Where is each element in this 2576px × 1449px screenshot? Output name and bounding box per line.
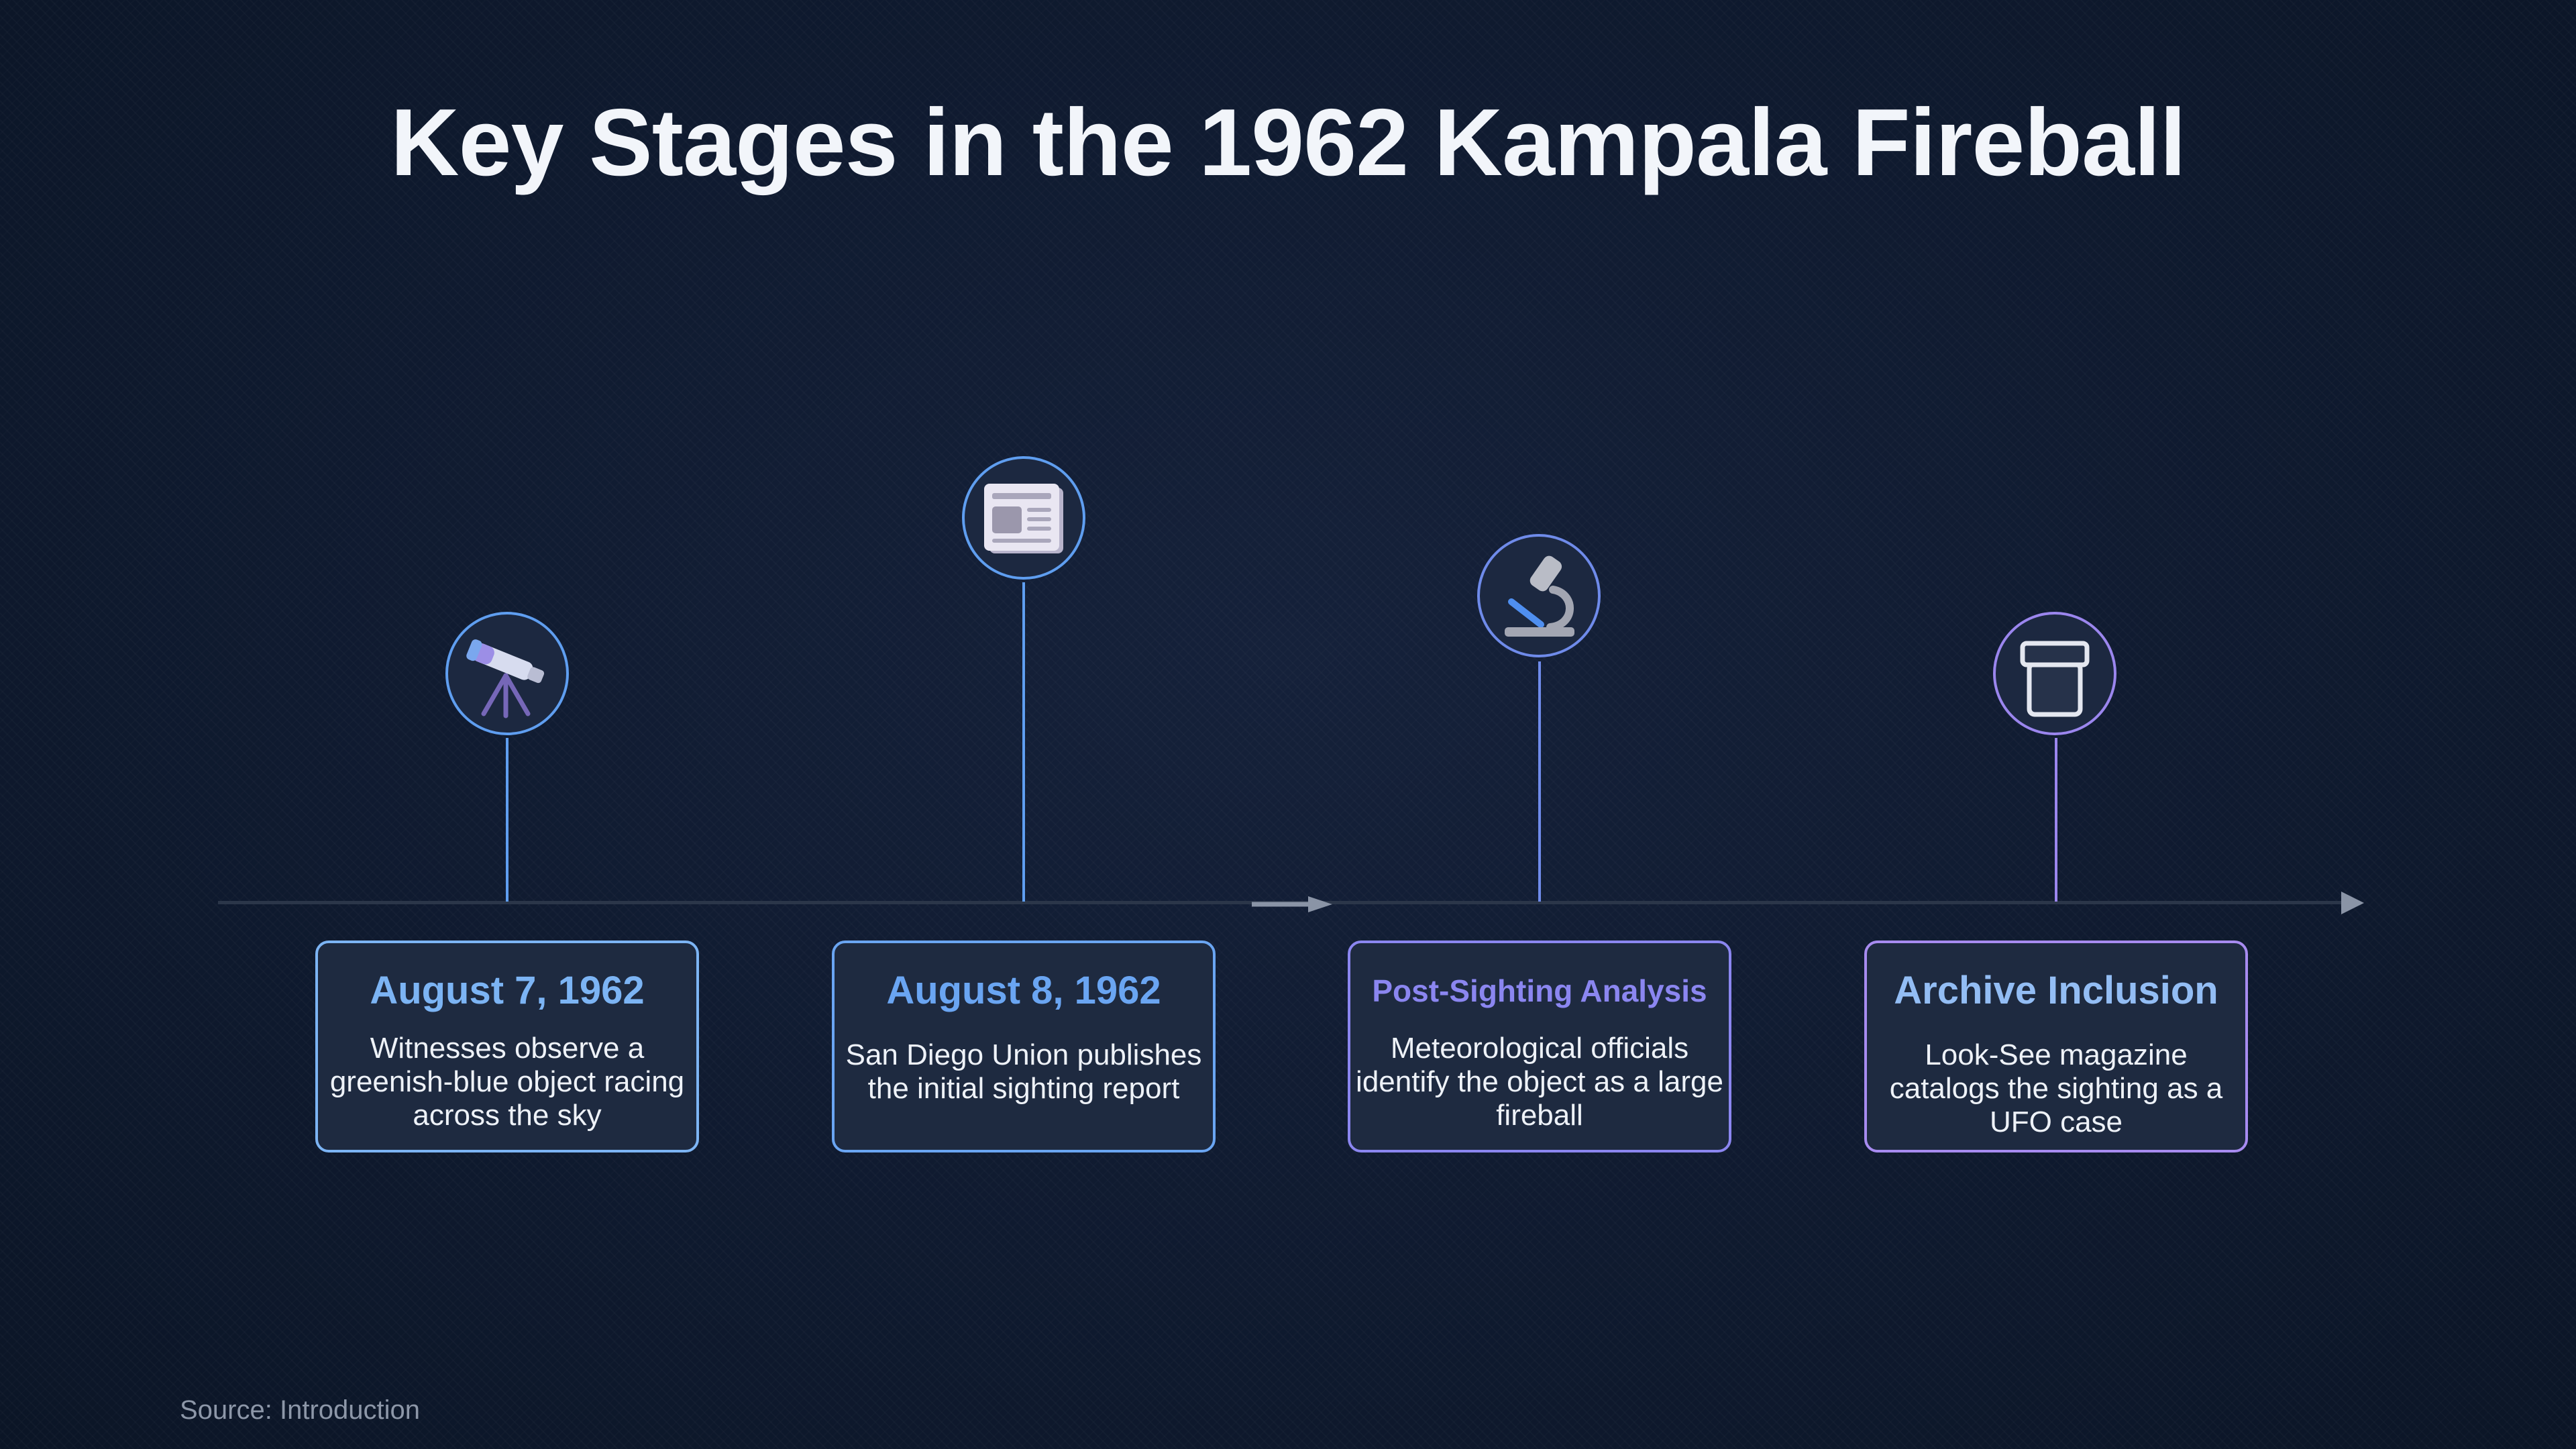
event-description: San Diego Union publishes the initial si…	[845, 1038, 1202, 1105]
stem-4	[2055, 738, 2057, 902]
event-card-4: Archive Inclusion Look-See magazine cata…	[1864, 941, 2248, 1152]
event-description: Meteorological officials identify the ob…	[1356, 1032, 1723, 1132]
timeline-node-2	[962, 456, 1085, 580]
event-date: Archive Inclusion	[1894, 969, 2218, 1012]
event-card-2: August 8, 1962 San Diego Union publishes…	[832, 941, 1216, 1152]
microscope-icon	[1505, 555, 1574, 637]
event-description: Witnesses observe a greenish-blue object…	[329, 1032, 685, 1132]
event-card-3: Post-Sighting Analysis Meteorological of…	[1348, 941, 1731, 1152]
event-description: Look-See magazine catalogs the sighting …	[1889, 1038, 2223, 1138]
source-note: Source: Introduction	[180, 1395, 420, 1425]
direction-arrow-icon	[1252, 896, 1332, 912]
archive-box-icon	[2020, 641, 2090, 717]
event-date: August 7, 1962	[370, 969, 645, 1012]
stem-3	[1538, 661, 1541, 902]
newspaper-icon	[984, 484, 1063, 553]
event-card-1: August 7, 1962 Witnesses observe a green…	[315, 941, 699, 1152]
event-date: August 8, 1962	[886, 969, 1161, 1012]
timeline-node-4	[1993, 612, 2116, 735]
page-title: Key Stages in the 1962 Kampala Fireball	[390, 89, 2186, 196]
telescope-icon	[466, 639, 545, 718]
stem-1	[506, 738, 508, 902]
axis-arrowhead	[2341, 892, 2364, 914]
timeline-node-3	[1477, 534, 1601, 657]
timeline-node-1	[445, 612, 569, 735]
stem-2	[1022, 582, 1025, 902]
event-date: Post-Sighting Analysis	[1372, 973, 1707, 1008]
